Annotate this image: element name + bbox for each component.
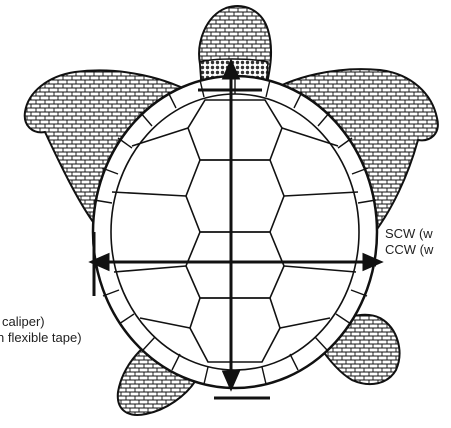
flexible-tape-label: n flexible tape): [0, 330, 82, 346]
carapace: [93, 76, 377, 388]
ccw-label: CCW (w: [385, 242, 433, 258]
scw-label: SCW (w: [385, 226, 433, 242]
caliper-label: caliper): [2, 314, 45, 330]
